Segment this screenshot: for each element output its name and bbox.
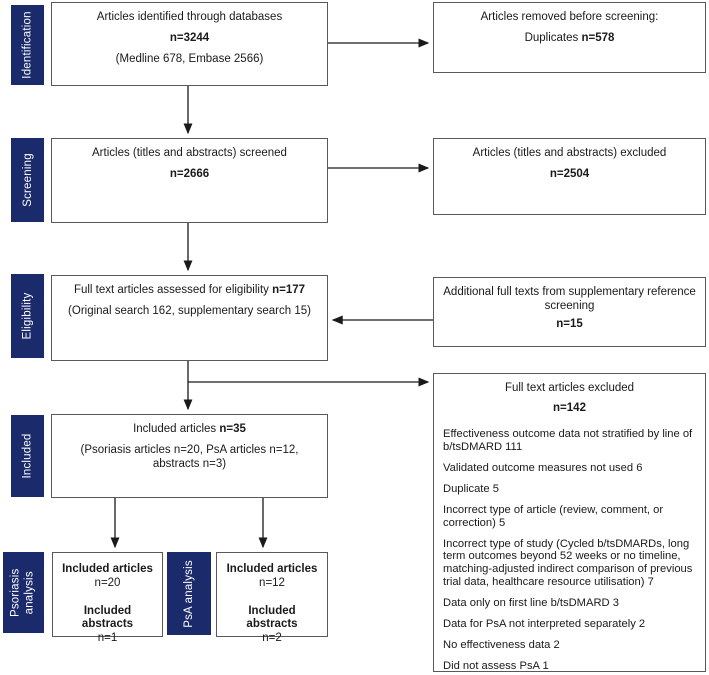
stage-included: Included xyxy=(11,415,44,497)
stage-psa-analysis: PsA analysis xyxy=(167,552,211,635)
psoriasis-articles-label: Included articles xyxy=(62,563,153,575)
screened-title: Articles (titles and abstracts) screened xyxy=(92,147,287,159)
eligibility-line: Full text articles assessed for eligibil… xyxy=(58,284,321,298)
box-psa-result: Included articles n=12 Included abstract… xyxy=(216,552,328,644)
stage-included-label: Included xyxy=(21,433,34,479)
screen-excluded-title: Articles (titles and abstracts) excluded xyxy=(472,147,667,159)
stage-identification: Identification xyxy=(11,5,44,85)
psoriasis-abstracts-label: Included abstracts xyxy=(81,604,134,631)
screen-excluded-count: n=2504 xyxy=(549,167,590,180)
stage-screening: Screening xyxy=(11,138,44,222)
box-fulltext-excluded: Full text articles excluded n=142 Effect… xyxy=(433,373,706,672)
exclusion-reason: Did not assess PsA 1 xyxy=(443,660,549,673)
stage-identification-label: Identification xyxy=(21,11,34,79)
stage-psa-analysis-label: PsA analysis xyxy=(183,559,196,628)
psoriasis-abstracts-count: n=1 xyxy=(97,632,118,645)
box-screen-excluded: Articles (titles and abstracts) excluded… xyxy=(433,138,706,215)
removed-line: Duplicates n=578 xyxy=(440,32,699,46)
box-articles-identified: Articles identified through databases n=… xyxy=(51,2,328,86)
identified-detail: (Medline 678, Embase 2566) xyxy=(115,52,264,65)
stage-eligibility-label: Eligibility xyxy=(21,292,34,340)
stage-eligibility: Eligibility xyxy=(11,274,44,358)
eligibility-title: Full text articles assessed for eligibil… xyxy=(73,284,273,296)
identified-count: n=3244 xyxy=(169,31,210,44)
exclusion-reason: Data for PsA not interpreted separately … xyxy=(443,618,646,631)
exclusion-reason: Incorrect type of study (Cycled b/tsDMAR… xyxy=(443,537,693,589)
exclusion-reason: Incorrect type of article (review, comme… xyxy=(443,503,664,529)
psa-articles-count: n=12 xyxy=(259,576,285,589)
exclusion-reason: Data only on first line b/tsDMARD 3 xyxy=(443,597,619,610)
psa-abstracts-label: Included abstracts xyxy=(246,604,298,631)
box-supplementary-fulltexts: Additional full texts from supplementary… xyxy=(433,277,706,347)
box-articles-screened: Articles (titles and abstracts) screened… xyxy=(51,138,328,223)
psoriasis-articles-count: n=20 xyxy=(94,576,121,589)
fulltext-excluded-count: n=142 xyxy=(553,401,586,414)
removed-count: n=578 xyxy=(581,31,615,44)
box-removed-before-screening: Articles removed before screening: Dupli… xyxy=(433,2,706,73)
exclusion-reason: Validated outcome measures not used 6 xyxy=(443,461,643,474)
box-included-articles: Included articles n=35 (Psoriasis articl… xyxy=(51,414,328,498)
screened-count: n=2666 xyxy=(169,167,210,180)
included-line: Included articles n=35 xyxy=(58,423,321,437)
removed-title: Articles removed before screening: xyxy=(480,11,659,23)
psa-abstracts-count: n=2 xyxy=(262,632,282,645)
stage-psoriasis-analysis-label: Psoriasis analysis xyxy=(9,568,36,617)
box-psoriasis-result: Included articles n=20 Included abstract… xyxy=(52,552,163,644)
exclusion-reason: Duplicate 5 xyxy=(443,482,499,495)
stage-screening-label: Screening xyxy=(21,153,34,207)
supplementary-count: n=15 xyxy=(556,317,583,330)
identified-title: Articles identified through databases xyxy=(96,11,283,23)
box-fulltext-assessed: Full text articles assessed for eligibil… xyxy=(51,275,328,361)
supplementary-title: Additional full texts from supplementary… xyxy=(443,286,696,312)
stage-psoriasis-analysis: Psoriasis analysis xyxy=(3,552,44,633)
included-count: n=35 xyxy=(219,423,246,435)
fulltext-excluded-title: Full text articles excluded xyxy=(504,382,635,394)
eligibility-detail: (Original search 162, supplementary sear… xyxy=(68,304,311,317)
exclusion-reason: Effectiveness outcome data not stratifie… xyxy=(443,427,693,453)
removed-label: Duplicates xyxy=(524,31,582,44)
included-detail: (Psoriasis articles n=20, PsA articles n… xyxy=(80,443,299,470)
psa-articles-label: Included articles xyxy=(226,563,318,575)
included-title: Included articles xyxy=(133,423,220,435)
exclusion-reason: No effectiveness data 2 xyxy=(443,639,560,652)
eligibility-count: n=177 xyxy=(272,284,306,296)
